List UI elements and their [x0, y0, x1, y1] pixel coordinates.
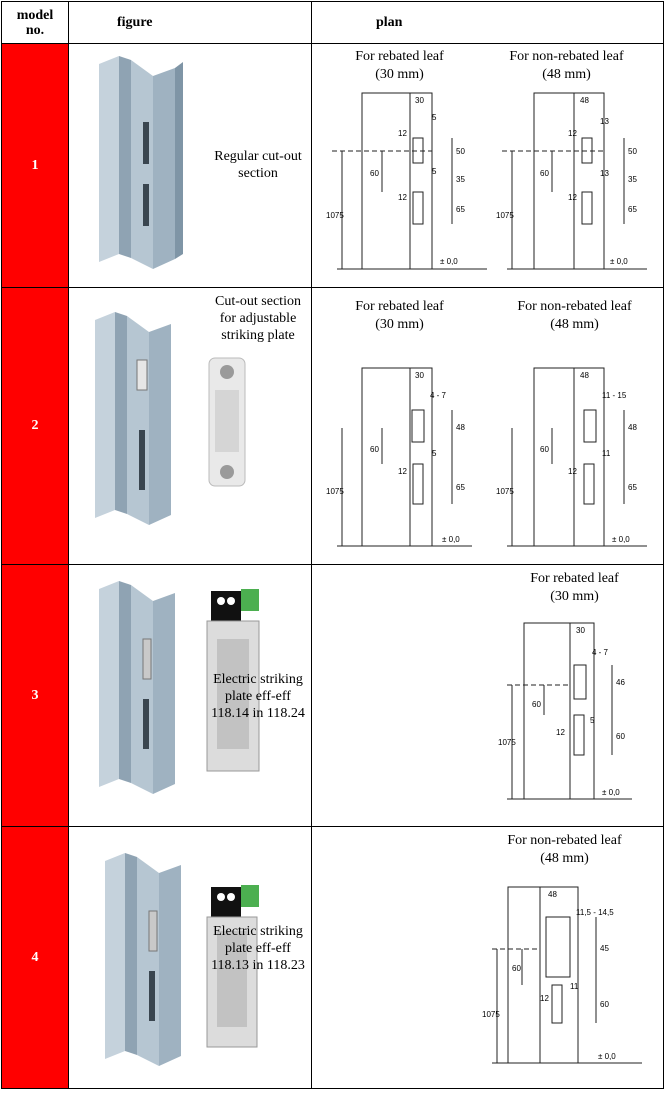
dim-label: 65 — [628, 205, 637, 214]
plan-drawing: 30 4 - 7 46 60 5 12 60 1075 ± 0,0 — [498, 622, 632, 800]
header-figure: figure — [68, 1, 312, 44]
dim-label: 11 — [602, 449, 611, 458]
dim-label: 30 — [415, 371, 424, 380]
table-row: 3 Electric striking plate eff-eff 118.14… — [1, 564, 664, 827]
model-description: Cut-out section for adjustable striking … — [215, 294, 301, 343]
dim-label: 12 — [398, 129, 407, 138]
dim-label: 60 — [600, 1000, 609, 1009]
plan-drawing: 30 5 12 50 5 60 35 12 65 1075 ± 0,0 48 1… — [326, 92, 647, 270]
dim-label: ± 0,0 — [610, 257, 628, 266]
dim-label: 4 - 7 — [430, 391, 447, 400]
dim-label: 1075 — [498, 738, 516, 747]
dim-label: 60 — [532, 700, 541, 709]
plan-cell: For rebated leaf(30 mm) For non-rebated … — [311, 287, 664, 565]
table-row: 1 Regular cut-out section For rebated le… — [1, 43, 664, 288]
dim-label: 13 — [600, 117, 609, 126]
plan-cell: For rebated leaf(30 mm) For non-rebated … — [311, 43, 664, 288]
dim-label: 11,5 - 14,5 — [576, 908, 614, 917]
dim-label: 65 — [456, 205, 465, 214]
dim-label: ± 0,0 — [598, 1052, 616, 1061]
plan-title-non-rebated: For non-rebated leaf(48 mm) — [509, 49, 624, 82]
dim-label: ± 0,0 — [440, 257, 458, 266]
dim-label: 35 — [628, 175, 637, 184]
dim-label: 48 — [580, 96, 589, 105]
plan-title-rebated: For rebated leaf(30 mm) — [355, 49, 444, 82]
dim-label: 50 — [456, 147, 465, 156]
dim-label: 60 — [616, 732, 625, 741]
dim-label: 13 — [600, 169, 609, 178]
dim-label: ± 0,0 — [442, 535, 460, 544]
dim-label: 5 — [432, 113, 437, 122]
profile-image — [99, 56, 183, 269]
dim-label: 5 — [590, 716, 595, 725]
dim-label: 1075 — [482, 1010, 500, 1019]
plan-cell: For non-rebated leaf(48 mm) 48 11,5 - 14… — [311, 826, 664, 1089]
profile-image — [99, 581, 260, 794]
dim-label: 50 — [628, 147, 637, 156]
dim-label: 12 — [540, 994, 549, 1003]
plan-title-non-rebated: For non-rebated leaf(48 mm) — [517, 299, 632, 332]
figure-cell: Electric striking plate eff-eff 118.14 i… — [68, 564, 312, 827]
model-number: 2 — [1, 287, 69, 565]
model-description: Electric striking plate eff-eff 118.14 i… — [211, 672, 305, 721]
dim-label: 65 — [456, 483, 465, 492]
profile-image — [95, 312, 246, 525]
profile-image — [105, 853, 259, 1066]
model-description: Regular cut-out section — [214, 149, 302, 181]
dim-label: ± 0,0 — [602, 788, 620, 797]
figure-cell: Regular cut-out section — [68, 43, 312, 288]
dim-label: 1075 — [326, 211, 344, 220]
dim-label: 1075 — [496, 487, 514, 496]
table-row: 2 Cut-out section for adjustable strikin… — [1, 287, 664, 565]
header-model-line2: no. — [25, 22, 45, 38]
dim-label: 12 — [556, 728, 565, 737]
plan-drawing: 48 11,5 - 14,5 45 60 11 12 60 1075 ± 0,0 — [482, 886, 642, 1064]
dim-label: 48 — [548, 890, 557, 899]
model-number: 1 — [1, 43, 69, 288]
dim-label: 12 — [398, 467, 407, 476]
dim-label: 11 - 15 — [602, 391, 627, 400]
dim-label: 48 — [628, 423, 637, 432]
plan-title-non-rebated: For non-rebated leaf(48 mm) — [507, 833, 622, 866]
plan-drawing: 30 4 - 7 48 60 5 12 65 1075 ± 0,0 48 11 … — [326, 367, 647, 547]
dim-label: 11 — [570, 982, 579, 991]
dim-label: 12 — [398, 193, 407, 202]
model-number: 4 — [1, 826, 69, 1089]
dim-label: 5 — [432, 167, 437, 176]
dim-label: 1075 — [326, 487, 344, 496]
dim-label: 35 — [456, 175, 465, 184]
dim-label: 46 — [616, 678, 625, 687]
figure-cell: Electric striking plate eff-eff 118.13 i… — [68, 826, 312, 1089]
dim-label: 48 — [456, 423, 465, 432]
header-model-line1: model — [16, 7, 54, 23]
dim-label: 5 — [432, 449, 437, 458]
plan-title-rebated: For rebated leaf(30 mm) — [530, 571, 619, 604]
dim-label: 65 — [628, 483, 637, 492]
dim-label: 60 — [370, 169, 379, 178]
dim-label: 12 — [568, 193, 577, 202]
dim-label: 60 — [540, 445, 549, 454]
dim-label: 45 — [600, 944, 609, 953]
dim-label: 12 — [568, 129, 577, 138]
model-description: Electric striking plate eff-eff 118.13 i… — [211, 924, 305, 973]
figure-cell: Cut-out section for adjustable striking … — [68, 287, 312, 565]
header-plan: plan — [311, 1, 664, 44]
dim-label: 1075 — [496, 211, 514, 220]
plan-cell: For rebated leaf(30 mm) 30 4 - 7 46 60 5… — [311, 564, 664, 827]
dim-label: ± 0,0 — [612, 535, 630, 544]
plan-title-rebated: For rebated leaf(30 mm) — [355, 299, 444, 332]
dim-label: 48 — [580, 371, 589, 380]
dim-label: 30 — [576, 626, 585, 635]
model-number: 3 — [1, 564, 69, 827]
dim-label: 12 — [568, 467, 577, 476]
dim-label: 60 — [370, 445, 379, 454]
table-row: 4 Electric striking plate eff-eff 118.13… — [1, 826, 664, 1089]
dim-label: 60 — [512, 964, 521, 973]
dim-label: 4 - 7 — [592, 648, 609, 657]
dim-label: 30 — [415, 96, 424, 105]
dim-label: 60 — [540, 169, 549, 178]
